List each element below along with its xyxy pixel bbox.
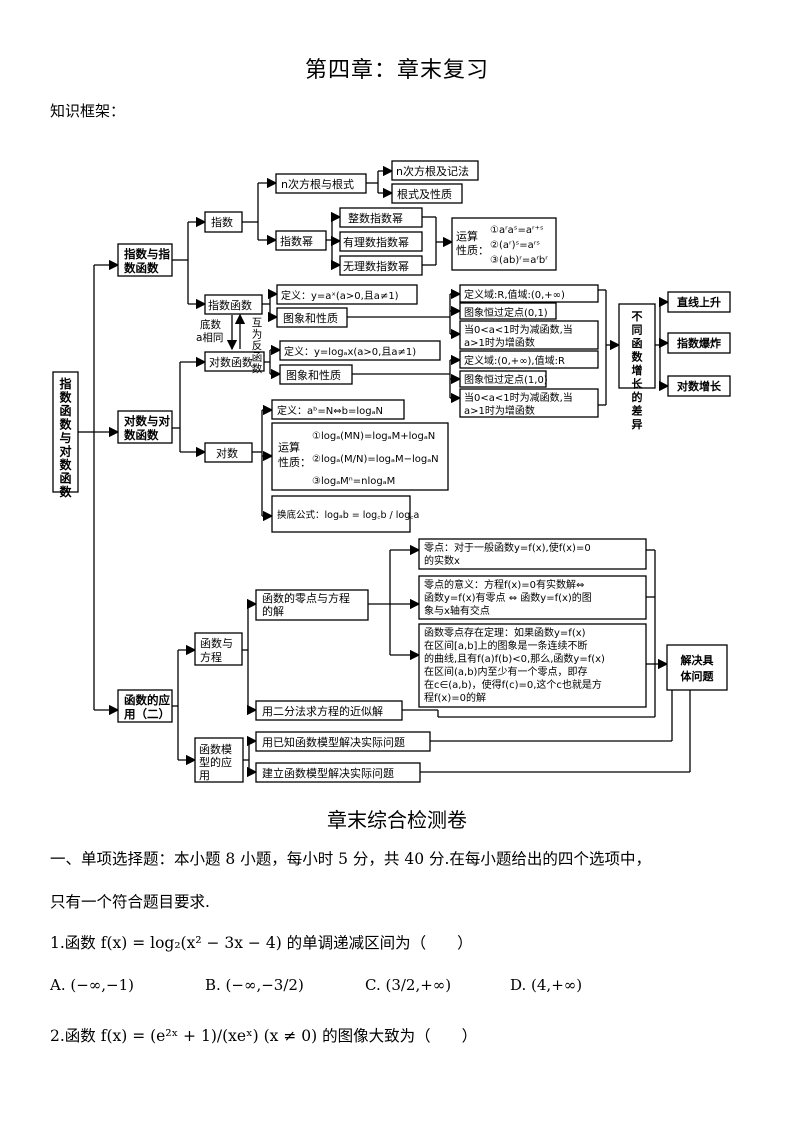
inverse-function-label: 互为反函数 — [252, 317, 263, 375]
question-2-stem: 2.函数 f(x) = (e²ˣ + 1)/(xeˣ) (x ≠ 0) 的图像大… — [50, 1027, 478, 1045]
zero-meaning-b: 函数y=f(x)有零点 ⇔ 函数y=f(x)的图 — [424, 591, 592, 604]
knowledge-framework-diagram: 指数函数与对数函数 指数与指 数函数 对数与对 数函数 函数的应 用（二） 指数… — [52, 160, 731, 783]
node-rat-pow: 有理数指数幂 — [343, 235, 409, 249]
exp-graph: 图象和性质 — [283, 311, 338, 325]
zero-theorem-e: 在c∈(a,b)，使得f(c)=0,这个c也就是方 — [424, 678, 602, 691]
node-expfun: 指数函数 — [208, 298, 252, 312]
zero-meaning-c: 象与x轴有交点 — [424, 604, 490, 617]
change-of-base: 换底公式：logₐb = log꜀b / log꜀a — [277, 509, 419, 521]
zero-theorem-a: 函数零点存在定理：如果函数y=f(x) — [424, 626, 586, 639]
op-label-1: 运算 — [456, 229, 478, 243]
instruction-line-2: 只有一个符合题目要求. — [50, 893, 210, 911]
op-label-2: 性质： — [456, 243, 489, 257]
solve-line2: 体问题 — [681, 669, 715, 683]
node-irr-pow: 无理数指数幂 — [343, 259, 409, 273]
log-op-label-1: 运算 — [278, 440, 300, 454]
node-zhishu: 指数 — [211, 215, 233, 229]
root-node-label: 指数函数与对数函数 — [59, 376, 72, 499]
node-known-model: 用已知函数模型解决实际问题 — [262, 735, 405, 749]
page-title: 第四章：章末复习 — [304, 58, 489, 83]
log-prop-1: 定义域:(0,+∞),值域:R — [464, 354, 565, 367]
zero-theorem-f: 程f(x)=0的解 — [424, 691, 486, 704]
model-line3: 用 — [199, 769, 210, 782]
log-graph: 图象和性质 — [286, 368, 341, 382]
zero-theorem-c: 的曲线,且有f(a)f(b)<0,那么,函数y=f(x) — [424, 652, 605, 665]
b3-line1: 函数的应 — [124, 693, 170, 707]
node-nroot: n次方根与根式 — [281, 177, 354, 191]
exp-prop-3b: a>1时为增函数 — [464, 336, 535, 349]
zero-point-a: 零点：对于一般函数y=f(x),使f(x)=0 — [424, 541, 591, 554]
growth-logarithmic: 对数增长 — [677, 379, 722, 393]
base-same-1: 底数 — [200, 318, 221, 331]
exp-prop-3a: 当0<a<1时为减函数,当 — [464, 323, 573, 336]
growth-exponential: 指数爆炸 — [677, 336, 721, 350]
log-def: 定义：y=logₐx(a>0,且a≠1) — [284, 345, 416, 358]
log-prop-3b: a>1时为增函数 — [464, 404, 535, 417]
node-nroot-def: n次方根及记法 — [396, 164, 469, 178]
q1-option-b[interactable]: B. (−∞,−3/2) — [205, 976, 304, 994]
log-op-label-2: 性质： — [278, 455, 311, 469]
log-definition: 定义：aᵇ=N⇔b=logₐN — [277, 404, 383, 417]
exp-def: 定义：y=aˣ(a>0,且a≠1) — [281, 289, 399, 302]
zero-eq-line2: 的解 — [262, 604, 284, 618]
node-radical: 根式及性质 — [397, 187, 452, 201]
zero-theorem-d: 在区间(a,b)内至少有一个零点，即存 — [424, 665, 587, 678]
solve-line1: 解决具 — [681, 653, 714, 667]
b1-line2: 数函数 — [124, 261, 159, 275]
b2-line2: 数函数 — [124, 428, 159, 442]
node-log: 对数 — [216, 446, 238, 460]
framework-label: 知识框架： — [50, 102, 126, 120]
q1-option-a[interactable]: A. (−∞,−1) — [50, 976, 135, 994]
log-prop-3a: 当0<a<1时为减函数,当 — [464, 391, 573, 404]
q1-option-c[interactable]: C. (3/2,+∞) — [365, 976, 452, 994]
node-int-pow: 整数指数幂 — [348, 211, 403, 225]
base-same-2: a相同 — [196, 331, 223, 344]
growth-difference-label: 不同函数增长的差异 — [632, 310, 644, 431]
b1-line1: 指数与指 — [124, 247, 170, 261]
q1-option-d[interactable]: D. (4,+∞) — [510, 976, 583, 994]
zero-point-b: 的实数x — [424, 554, 460, 567]
node-power: 指数幂 — [280, 234, 313, 248]
node-bisect: 用二分法求方程的近似解 — [262, 704, 383, 718]
op-rule-3: ③(ab)ʳ=aʳbʳ — [490, 255, 548, 266]
fe-line2: 方程 — [200, 650, 222, 664]
fe-line1: 函数与 — [200, 637, 233, 650]
b2-line1: 对数与对 — [124, 414, 170, 428]
exp-prop-1: 定义域:R,值域:(0,+∞) — [464, 288, 565, 301]
zero-theorem-b: 在区间[a,b]上的图象是一条连续不断 — [424, 639, 587, 652]
log-op-rule-3: ③logₐMⁿ=nlogₐM — [312, 476, 395, 487]
zero-meaning-a: 零点的意义：方程f(x)=0有实数解⇔ — [424, 578, 584, 591]
op-rule-1: ①aʳaˢ=aʳ⁺ˢ — [490, 225, 544, 236]
question-1-stem: 1.函数 f(x) = log₂(x² − 3x − 4) 的单调递减区间为（ … — [50, 934, 473, 952]
zero-eq-line1: 函数的零点与方程 — [262, 591, 350, 605]
log-prop-2: 图象恒过定点(1,0) — [464, 373, 548, 386]
b3-line2: 用（二） — [123, 707, 170, 721]
section-title: 章末综合检测卷 — [327, 808, 467, 832]
instruction-line-1: 一、单项选择题：本小题 8 小题，每小时 5 分，共 40 分.在每小题给出的四… — [50, 850, 651, 868]
op-rule-2: ②(aʳ)ˢ=aʳˢ — [490, 240, 540, 251]
node-logfun: 对数函数 — [209, 355, 253, 369]
log-op-rule-1: ①logₐ(MN)=logₐM+logₐN — [312, 431, 435, 442]
model-line2: 型的应 — [199, 755, 232, 769]
growth-linear: 直线上升 — [677, 295, 721, 309]
log-op-rule-2: ②logₐ(M/N)=logₐM−logₐN — [312, 454, 439, 465]
node-build-model: 建立函数模型解决实际问题 — [262, 766, 394, 780]
exp-prop-2: 图象恒过定点(0,1) — [464, 306, 548, 319]
model-line1: 函数模 — [199, 743, 232, 756]
